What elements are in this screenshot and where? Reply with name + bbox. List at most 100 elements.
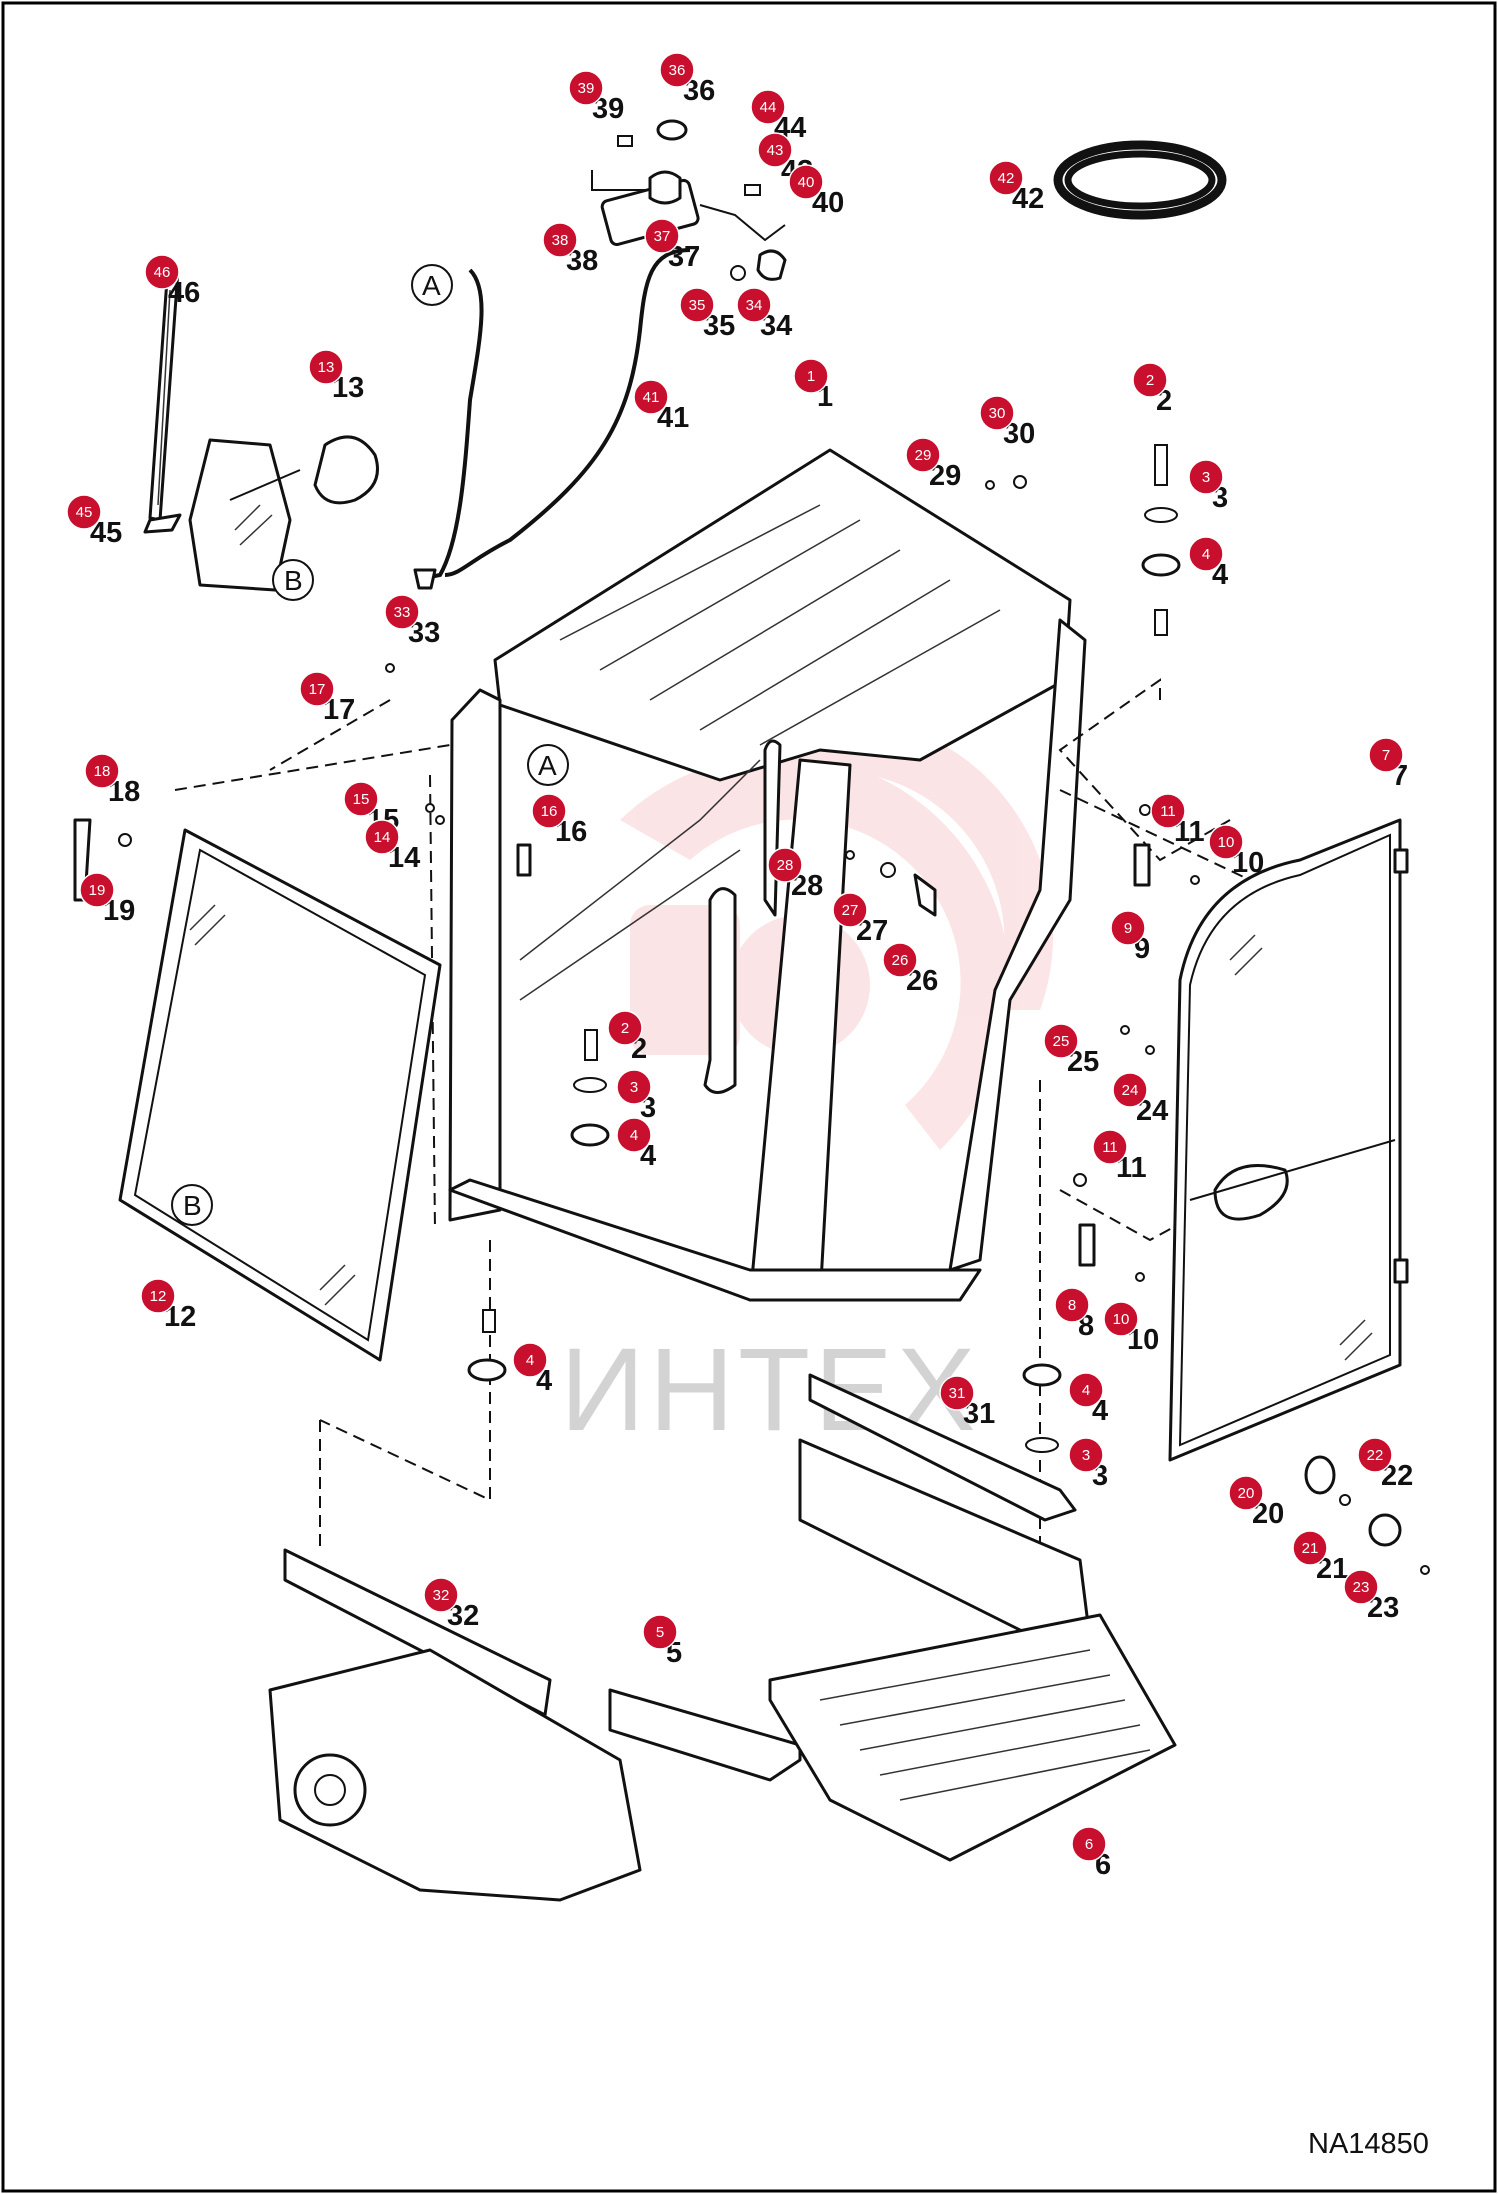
hinges bbox=[516, 843, 1151, 1267]
mount-4a bbox=[1141, 553, 1181, 577]
callout-badge bbox=[633, 379, 669, 415]
callout-badge bbox=[642, 1614, 678, 1650]
callout-3b: 33 bbox=[616, 1069, 656, 1124]
callout-badge-label: 27 bbox=[842, 902, 859, 919]
callout-badge-label: 42 bbox=[998, 170, 1015, 187]
callout-badge-label: 36 bbox=[669, 62, 686, 79]
callout-badge-label: 14 bbox=[374, 829, 391, 846]
callout-4d: 44 bbox=[1068, 1372, 1108, 1427]
callout-badge-label: 3 bbox=[1202, 469, 1210, 486]
callout-badge-label: 34 bbox=[746, 297, 763, 314]
hardware bbox=[118, 475, 1430, 1575]
inner-handle bbox=[763, 739, 782, 917]
bolt-2b bbox=[584, 1029, 598, 1061]
callout-badge bbox=[988, 160, 1024, 196]
callout-8: 88 bbox=[1054, 1287, 1094, 1342]
chassis-frame bbox=[268, 1648, 642, 1902]
callout-badge-label: 35 bbox=[689, 297, 706, 314]
washer-reservoir-cap bbox=[648, 170, 682, 205]
door-hinge-bottom bbox=[1393, 1258, 1409, 1284]
rear-window-12: B bbox=[73, 818, 442, 1362]
ref-marker-b-top bbox=[272, 559, 314, 601]
ref-b-top-text: B bbox=[284, 565, 303, 596]
callout-badge bbox=[1103, 1301, 1139, 1337]
callout-badge-label: 26 bbox=[892, 952, 909, 969]
callout-badge-label: 6 bbox=[1085, 1836, 1093, 1853]
callout-badge bbox=[1188, 536, 1224, 572]
callout-badge-label: 22 bbox=[1367, 1447, 1384, 1464]
mount-4c bbox=[467, 1358, 507, 1382]
callout-badge-label: 16 bbox=[541, 803, 558, 820]
callout-badge bbox=[343, 781, 379, 817]
callout-badge-label: 45 bbox=[76, 504, 93, 521]
washer-3c bbox=[1025, 1437, 1059, 1453]
callout-badge-label: 2 bbox=[1146, 372, 1154, 389]
drawing-code: NA14850 bbox=[1308, 2128, 1429, 2160]
callout-badge bbox=[423, 1577, 459, 1613]
callout-badge-label: 25 bbox=[1053, 1033, 1070, 1050]
callout-badge-label: 39 bbox=[578, 80, 595, 97]
callout-7: 77 bbox=[1368, 737, 1408, 792]
callout-badge bbox=[832, 892, 868, 928]
grab-handle bbox=[703, 887, 737, 1094]
washer-3a bbox=[1144, 507, 1178, 523]
callout-badge bbox=[1150, 793, 1186, 829]
callout-badge bbox=[84, 753, 120, 789]
callout-badge-label: 31 bbox=[949, 1385, 966, 1402]
callout-badge-label: 5 bbox=[656, 1624, 664, 1641]
callout-badge bbox=[1368, 737, 1404, 773]
callout-2a: 22 bbox=[1132, 362, 1172, 417]
callout-badge-label: 17 bbox=[309, 681, 326, 698]
ref-a-top-text: A bbox=[422, 270, 441, 301]
callout-badge bbox=[793, 358, 829, 394]
callouts: 3939363644444343404038383737353534344242… bbox=[66, 52, 1413, 1881]
hose-a bbox=[424, 268, 484, 580]
callout-2b: 22 bbox=[607, 1010, 647, 1065]
callout-badge bbox=[679, 287, 715, 323]
floor-plate-6 bbox=[768, 1613, 1177, 1862]
callout-badge bbox=[979, 395, 1015, 431]
callout-badge bbox=[1188, 459, 1224, 495]
callout-badge bbox=[659, 52, 695, 88]
callout-badge-label: 33 bbox=[394, 604, 411, 621]
callout-badge bbox=[1092, 1129, 1128, 1165]
bushing-upper bbox=[1154, 609, 1168, 636]
callout-badge-label: 4 bbox=[526, 1352, 534, 1369]
cab-roof bbox=[493, 448, 1072, 782]
callout-badge-label: 10 bbox=[1218, 834, 1235, 851]
callout-badge bbox=[1343, 1569, 1379, 1605]
callout-badge bbox=[1132, 362, 1168, 398]
callout-badge-label: 4 bbox=[630, 1127, 638, 1144]
door-7 bbox=[1168, 818, 1409, 1547]
callout-badge-label: 41 bbox=[643, 389, 660, 406]
cab-post-front-right bbox=[948, 618, 1087, 1272]
washer-3b bbox=[573, 1077, 607, 1093]
callout-badge bbox=[939, 1375, 975, 1411]
mount-4d bbox=[1022, 1363, 1062, 1387]
callout-badge bbox=[531, 793, 567, 829]
fitting-33 bbox=[413, 568, 437, 590]
door-handle bbox=[1213, 1164, 1289, 1221]
callout-badge-label: 23 bbox=[1353, 1579, 1370, 1596]
wiper-arm-45 bbox=[143, 513, 182, 534]
nut-35 bbox=[730, 265, 746, 281]
door-glass bbox=[1178, 833, 1391, 1447]
